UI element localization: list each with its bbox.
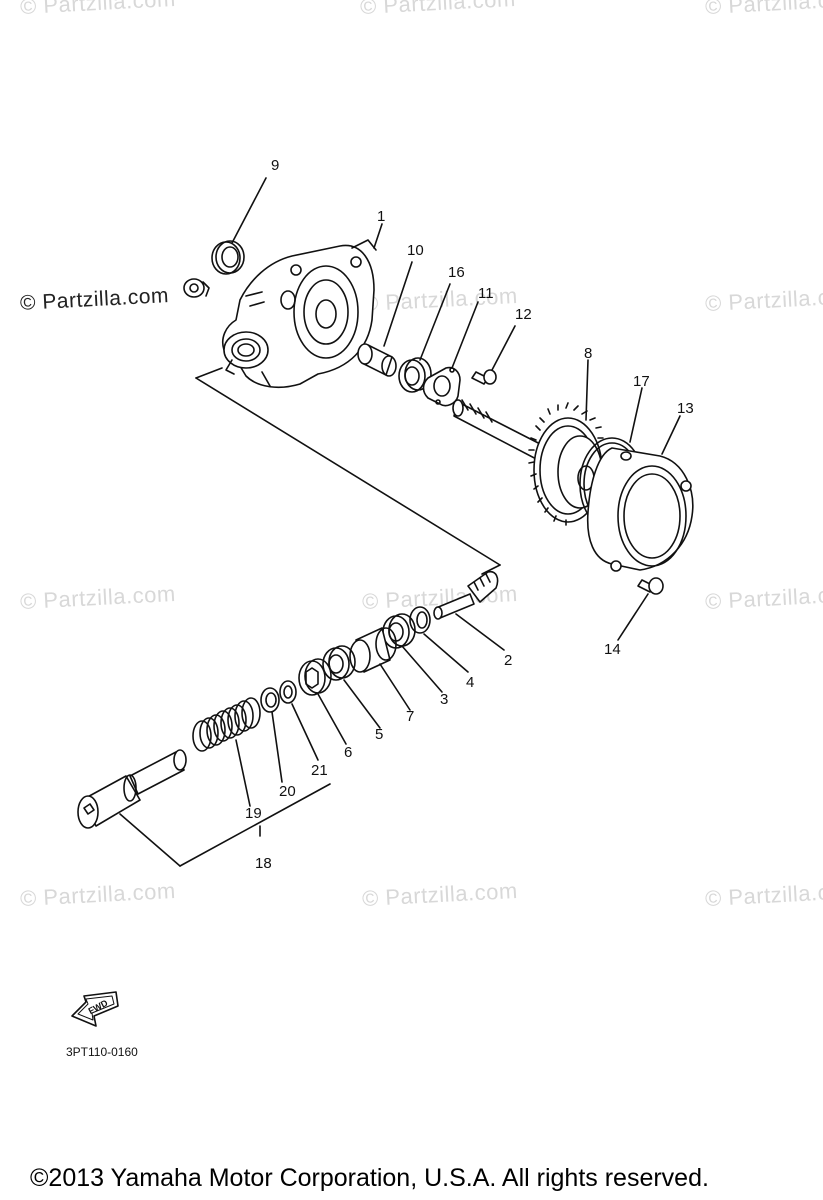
leader-7 [379,663,411,711]
small-nut [183,278,210,298]
diagram-code: 3PT110-0160 [66,1045,138,1059]
leader-11 [451,301,479,369]
leader-20 [271,711,283,783]
leader-5 [343,679,381,729]
leader-16 [419,283,451,361]
leader-21 [291,703,319,761]
callout-1: 1 [377,208,386,225]
leader-4 [423,633,469,673]
callout-6: 6 [344,744,353,761]
callout-11: 11 [478,285,494,302]
callout-21: 21 [311,762,328,779]
leader-2 [455,613,505,651]
part-21-circlip [279,680,297,704]
leader-19 [235,739,251,807]
callout-10: 10 [407,242,424,259]
part-1-housing [221,239,377,389]
copyright-notice: ©2013 Yamaha Motor Corporation, U.S.A. A… [30,1164,709,1192]
callout-14: 14 [604,641,621,658]
callout-3: 3 [440,691,449,708]
leader-6 [317,693,347,745]
part-10-collar [357,343,397,377]
callout-8: 8 [584,345,593,362]
part-18-shaft [77,749,187,829]
part-2-pinion [433,570,499,620]
callout-13: 13 [677,400,694,417]
part-16-bearing [398,357,432,393]
leader-17 [629,387,643,443]
callout-2: 2 [504,652,513,669]
callout-4: 4 [466,674,475,691]
leader-10 [383,261,413,347]
assembly-bracket-line [195,367,501,575]
leader-9 [231,177,267,244]
callout-9: 9 [271,157,280,174]
part-8-ring-gear [452,399,604,526]
callout-7: 7 [406,708,415,725]
part-19-spring [192,696,262,752]
callout-16: 16 [448,264,465,281]
leader-12 [491,325,516,371]
callout-19: 19 [245,805,262,822]
part-20-washer [260,687,280,713]
part-5-bearing [322,645,356,681]
part-14-bolt [637,577,664,595]
callout-20: 20 [279,783,296,800]
leader-8 [585,359,589,421]
part-13-cover [586,447,694,572]
leader-13 [661,415,681,455]
part-11-retainer [422,366,461,407]
fwd-arrow-icon: FWD [71,991,119,1027]
part-6-nut [298,658,332,696]
part-9-seal [211,240,245,275]
callout-18: 18 [255,855,272,872]
part-12-screw [471,369,497,385]
bracket-18 [119,783,331,867]
callout-5: 5 [375,726,384,743]
callout-17: 17 [633,373,650,390]
callout-12: 12 [515,306,532,323]
leader-3 [401,645,443,693]
leader-1 [373,223,383,249]
leader-14 [617,593,649,641]
